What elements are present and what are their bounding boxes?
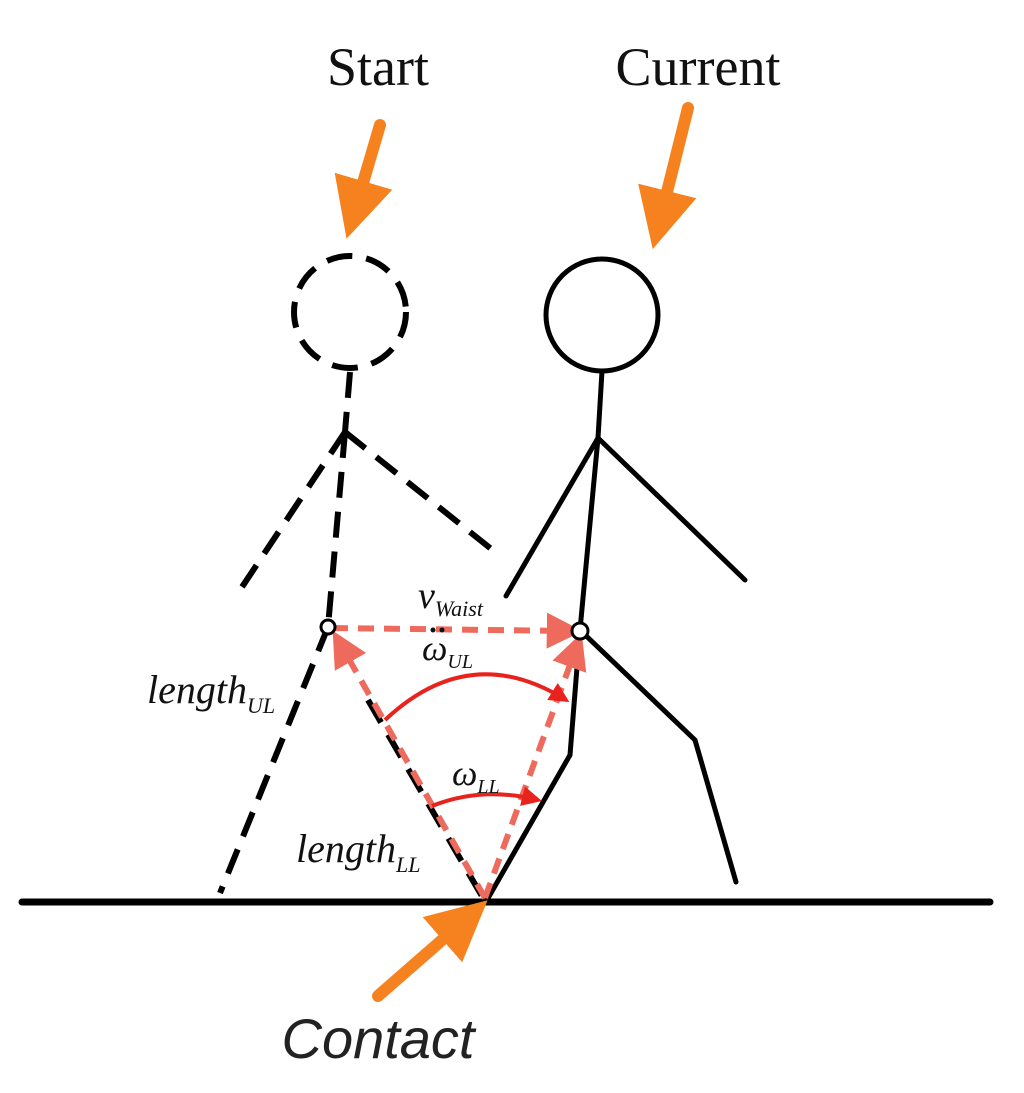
current-right-arm	[595, 435, 748, 583]
length-ll-label: lengthLL	[296, 826, 420, 877]
start-arrow	[334, 119, 393, 239]
omega-ul-dot-2	[439, 627, 445, 633]
current-arrow	[638, 102, 697, 250]
omega-ul-arc	[383, 672, 570, 722]
omega-ul-dot-1	[430, 627, 436, 633]
omega-ul-sub: UL	[447, 651, 473, 673]
omega-ul-base: ω	[422, 628, 447, 668]
kinematic-triangle	[331, 612, 587, 900]
start-label: Start	[327, 37, 429, 97]
length-ul-label: lengthUL	[147, 667, 275, 718]
length-ll-sub: LL	[395, 852, 420, 877]
start-stance-leg	[217, 625, 331, 895]
start-torso	[325, 431, 348, 628]
current-label: Current	[616, 37, 781, 97]
omega-ll-sub: LL	[476, 776, 499, 798]
v-waist-base: v	[418, 575, 435, 617]
omega-ul-label: ωUL	[422, 628, 473, 673]
lower-link-vector	[482, 632, 587, 900]
current-head	[543, 256, 661, 374]
current-waist-joint	[570, 621, 590, 641]
start-head	[291, 253, 409, 371]
omega-ll-base: ω	[452, 753, 477, 793]
start-waist-joint	[319, 618, 337, 636]
upper-link-vector	[332, 630, 488, 900]
current-figure	[484, 256, 748, 903]
v-waist-sub: Waist	[435, 596, 484, 621]
start-left-arm	[237, 430, 348, 592]
length-ll-base: length	[296, 826, 396, 871]
omega-ll-label: ωLL	[452, 753, 500, 798]
current-swing-leg	[577, 627, 739, 885]
start-figure	[217, 253, 502, 895]
length-ul-base: length	[147, 667, 247, 712]
contact-label: Contact	[282, 1007, 477, 1070]
current-left-arm	[503, 435, 601, 599]
current-neck	[595, 368, 605, 441]
start-neck-torso	[342, 371, 353, 433]
waist-velocity-vector	[331, 612, 583, 649]
omega-ll-arc	[431, 786, 542, 808]
v-waist-label: vWaist	[418, 575, 484, 621]
contact-arrow	[372, 900, 488, 1002]
start-right-arm	[343, 429, 502, 559]
length-ul-sub: UL	[247, 693, 275, 718]
current-torso	[577, 435, 601, 633]
